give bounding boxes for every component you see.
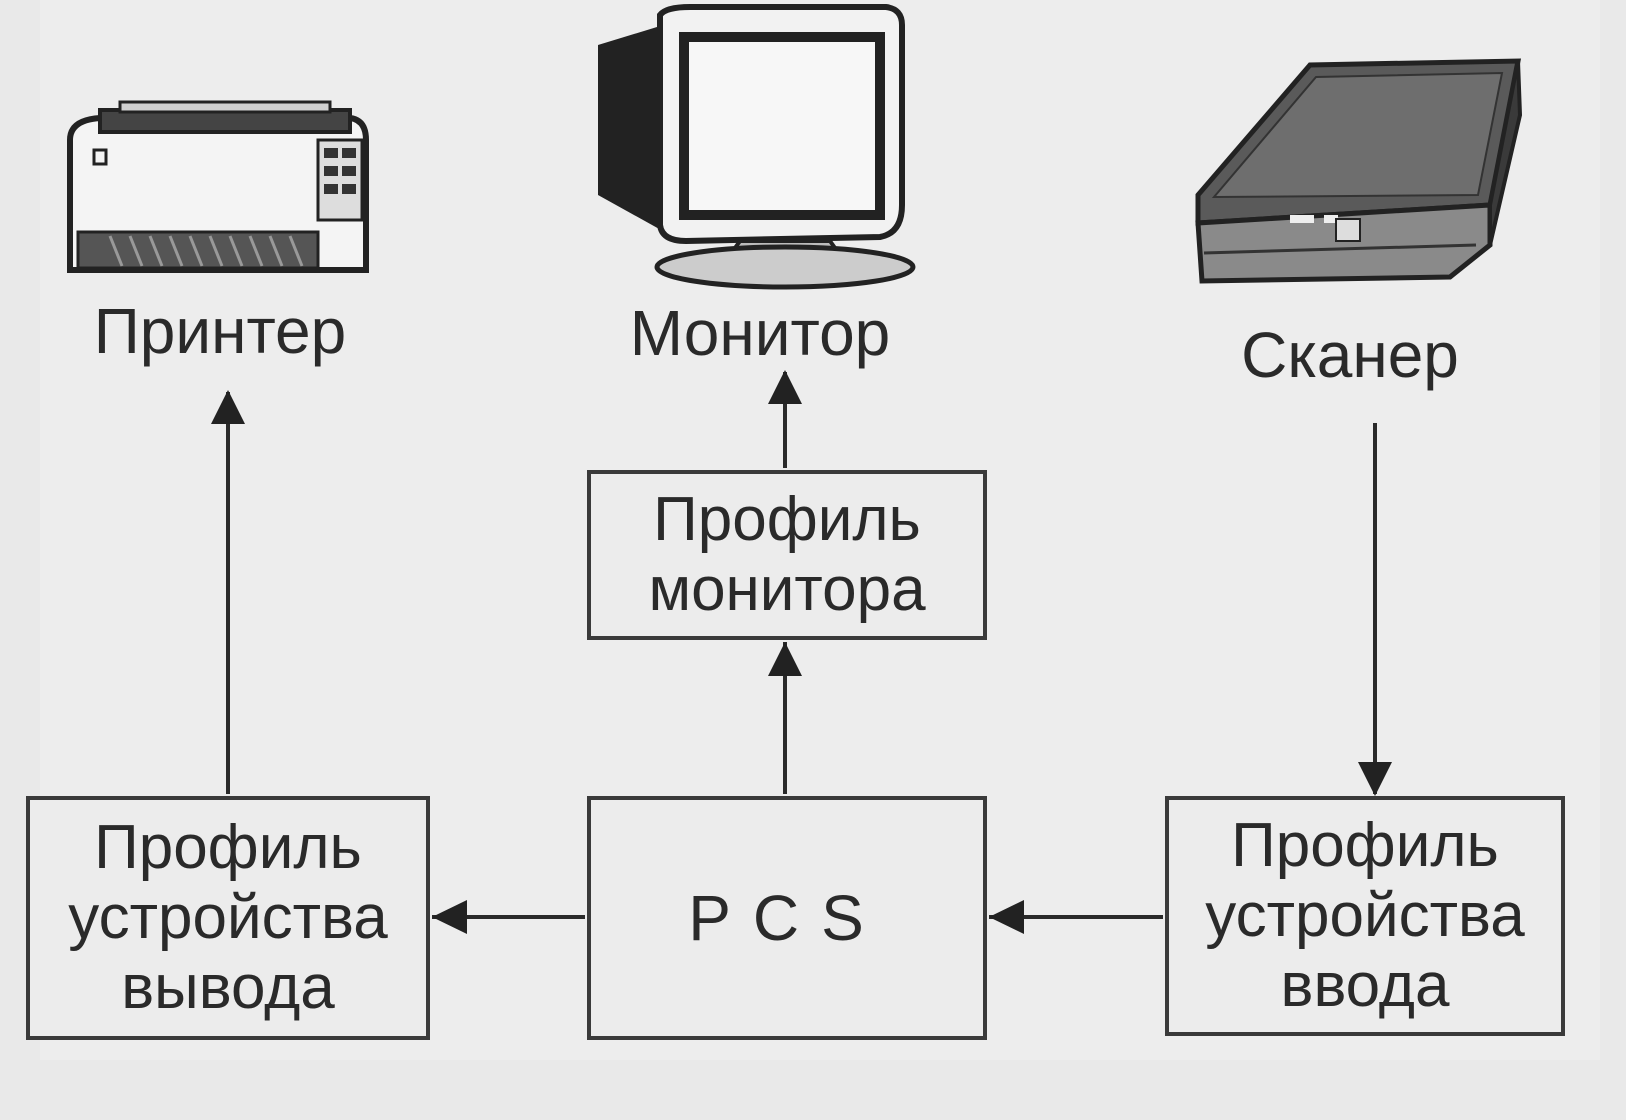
monitor-label: Монитор [629, 297, 891, 369]
input-profile-box: Профиль устройства ввода [1165, 796, 1565, 1036]
output-profile-box: Профиль устройства вывода [26, 796, 430, 1040]
arrowhead-monitor [768, 370, 802, 404]
monitor-profile-box: Профиль монитора [587, 470, 987, 640]
monitor-icon [598, 4, 916, 290]
pcs-box: PCS [587, 796, 987, 1040]
input-profile-label: Профиль устройства ввода [1205, 811, 1525, 1020]
arrowhead-input-profile [1358, 762, 1392, 796]
pcs-label: PCS [688, 882, 886, 954]
arrowhead-output-profile [432, 900, 467, 934]
scanner-icon [1195, 58, 1523, 284]
printer-icon [67, 100, 369, 273]
arrowhead-pcs [989, 900, 1024, 934]
monitor-profile-label: Профиль монитора [648, 485, 926, 624]
output-profile-label: Профиль устройства вывода [68, 813, 388, 1022]
arrowhead-monitor-profile [768, 642, 802, 676]
printer-label: Принтер [93, 295, 347, 367]
arrowhead-printer [211, 390, 245, 424]
scanner-label: Сканер [1241, 319, 1459, 391]
